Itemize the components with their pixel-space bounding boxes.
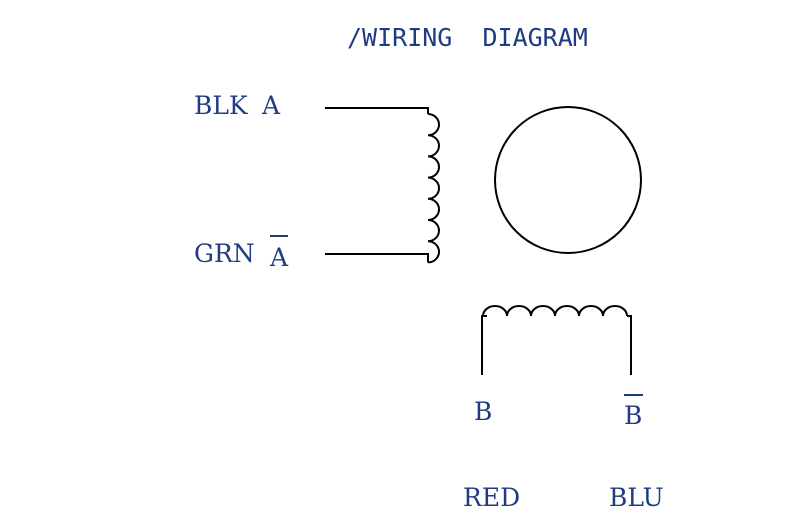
- rotor-circle: [494, 106, 642, 254]
- label-phase-b-bar: B: [624, 401, 642, 430]
- coil-a-bottom-lead: [325, 253, 429, 263]
- coil-b-winding: [482, 305, 628, 317]
- diagram-title: /WIRING DIAGRAM: [347, 23, 588, 52]
- coil-b-left-lead: [481, 315, 487, 375]
- coil-a-winding: [427, 113, 440, 264]
- label-blu: BLU: [609, 483, 664, 512]
- label-blk: BLK: [194, 91, 249, 120]
- label-phase-a-bar: A: [269, 243, 289, 272]
- label-phase-a: A: [261, 91, 281, 120]
- label-grn: GRN: [194, 239, 255, 268]
- label-phase-b: B: [474, 397, 492, 426]
- coil-b-right-lead: [627, 315, 632, 375]
- coil-a-top-lead: [325, 107, 429, 114]
- label-red: RED: [463, 483, 520, 512]
